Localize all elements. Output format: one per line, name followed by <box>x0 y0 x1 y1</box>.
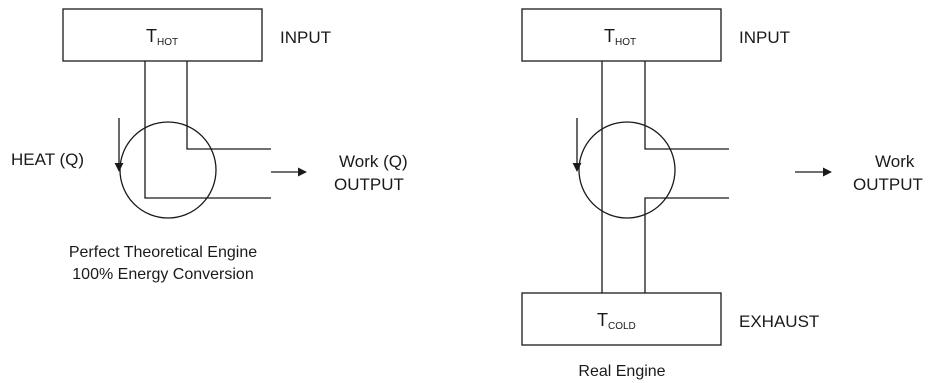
real-exhaust-flow-path <box>644 197 729 293</box>
real-engine-circle <box>578 121 676 219</box>
real-work-label: Work <box>875 152 915 171</box>
real-output-label: OUTPUT <box>853 175 923 194</box>
real-input-label: INPUT <box>739 28 790 47</box>
real-exhaust-label: EXHAUST <box>739 312 819 331</box>
real-heat-flow-path-inner <box>644 61 729 150</box>
perfect-heat-flow-path-outer <box>144 61 271 199</box>
perfect-engine-caption-line2: 100% Energy Conversion <box>72 266 253 283</box>
real-engine-diagram: T HOT INPUT Work OUTPUT T COLD EXHAUST R… <box>521 8 923 380</box>
perfect-engine-circle <box>119 121 217 219</box>
real-cold-reservoir-box <box>521 292 722 346</box>
real-hot-reservoir-subscript: HOT <box>615 37 636 48</box>
perfect-output-label: OUTPUT <box>334 175 404 194</box>
perfect-work-label: Work (Q) <box>339 152 408 171</box>
real-cold-reservoir-symbol: T <box>597 310 608 330</box>
perfect-hot-reservoir-box <box>62 8 263 62</box>
perfect-hot-reservoir-symbol: T <box>146 26 157 46</box>
perfect-engine-diagram: T HOT INPUT HEAT (Q) Work (Q) OUTPUT Per… <box>11 8 408 283</box>
perfect-input-label: INPUT <box>280 28 331 47</box>
perfect-engine-caption-line1: Perfect Theoretical Engine <box>69 244 257 261</box>
perfect-heat-label: HEAT (Q) <box>11 150 84 169</box>
perfect-hot-reservoir-subscript: HOT <box>157 37 178 48</box>
real-hot-reservoir-symbol: T <box>604 26 615 46</box>
real-cold-reservoir-subscript: COLD <box>608 321 636 332</box>
real-hot-reservoir-box <box>521 8 722 62</box>
real-engine-caption: Real Engine <box>578 363 665 380</box>
perfect-heat-flow-path-inner <box>186 61 271 150</box>
